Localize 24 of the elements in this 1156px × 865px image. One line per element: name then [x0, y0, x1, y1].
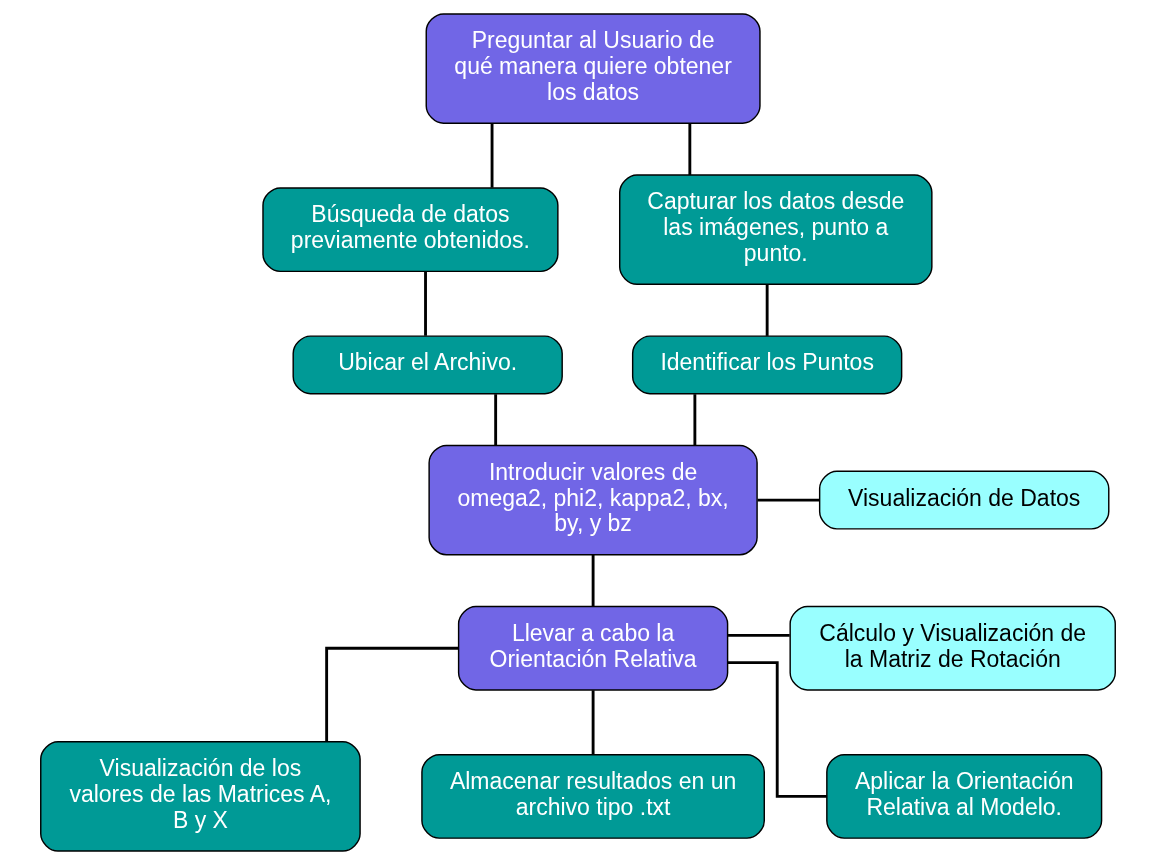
node-box: Visualización de los valores de las Matrices A, B y X — [40, 741, 361, 852]
connector — [765, 284, 769, 336]
node-box: Capturar los datos desde las imágenes, punto a punto. — [619, 174, 933, 286]
node-box: Cálculo y Visualización de la Matriz de Rotación — [789, 605, 1116, 691]
connector — [728, 633, 790, 637]
connector — [591, 690, 595, 755]
node-box: Aplicar la Orientación Relativa al Modelo. — [826, 754, 1103, 839]
connector — [424, 271, 427, 336]
node-box: Ubicar el Archivo. — [292, 335, 563, 395]
node-box: Visualización de Datos — [818, 470, 1110, 530]
connector — [494, 394, 498, 446]
connector — [490, 123, 494, 188]
connector — [757, 498, 820, 502]
connector — [727, 661, 827, 798]
connector — [591, 554, 595, 607]
connector — [688, 123, 692, 175]
node-box: Llevar a cabo la Orientación Relativa — [457, 605, 729, 691]
node-box: Preguntar al Usuario de qué manera quiere obtener los datos — [425, 13, 761, 124]
connector — [325, 646, 459, 742]
node-box: Identificar los Puntos — [631, 335, 903, 395]
connector — [693, 394, 697, 446]
node-box: Introducir valores de omega2, phi2, kappa2, bx, by, y bz — [428, 444, 758, 556]
node-box: Búsqueda de datos previamente obtenidos. — [262, 187, 559, 273]
node-box: Almacenar resultados en un archivo tipo .txt — [421, 754, 765, 839]
